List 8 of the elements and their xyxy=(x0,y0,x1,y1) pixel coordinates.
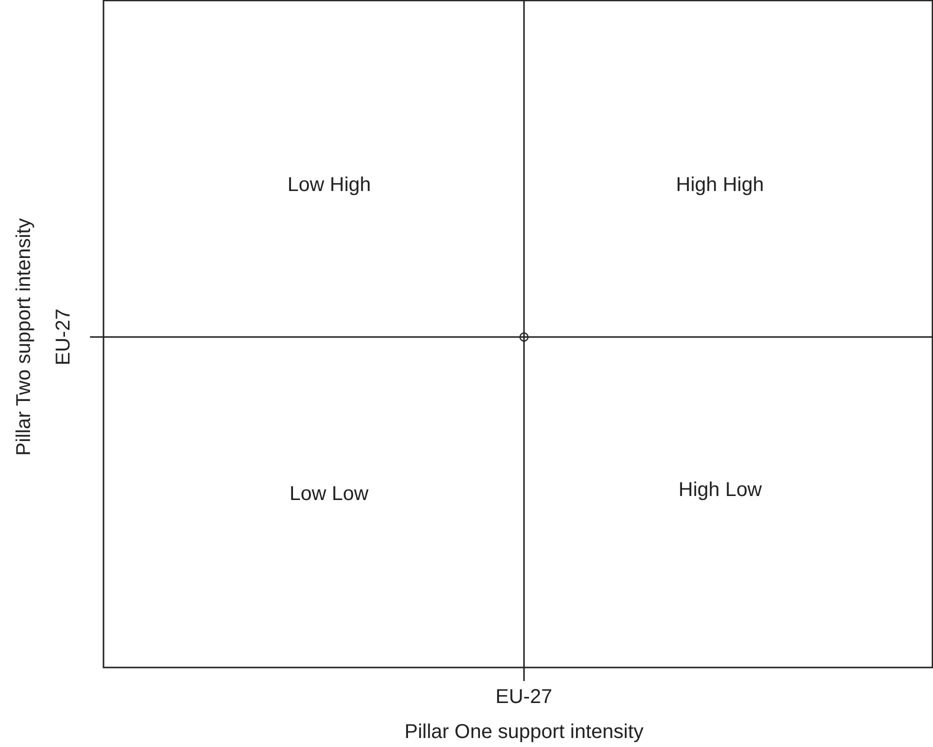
axis-tick-label: EU-27 xyxy=(496,686,552,708)
axis-tick-label: EU-27 xyxy=(52,308,74,366)
quadrant-label: High Low xyxy=(678,479,762,501)
axis-title: Pillar Two support intensity xyxy=(12,218,35,456)
quadrant-label: Low Low xyxy=(290,483,368,505)
quadrant-label: Low High xyxy=(288,174,371,196)
quadrant-label: High High xyxy=(676,174,764,196)
axis-title: Pillar One support intensity xyxy=(404,721,644,743)
